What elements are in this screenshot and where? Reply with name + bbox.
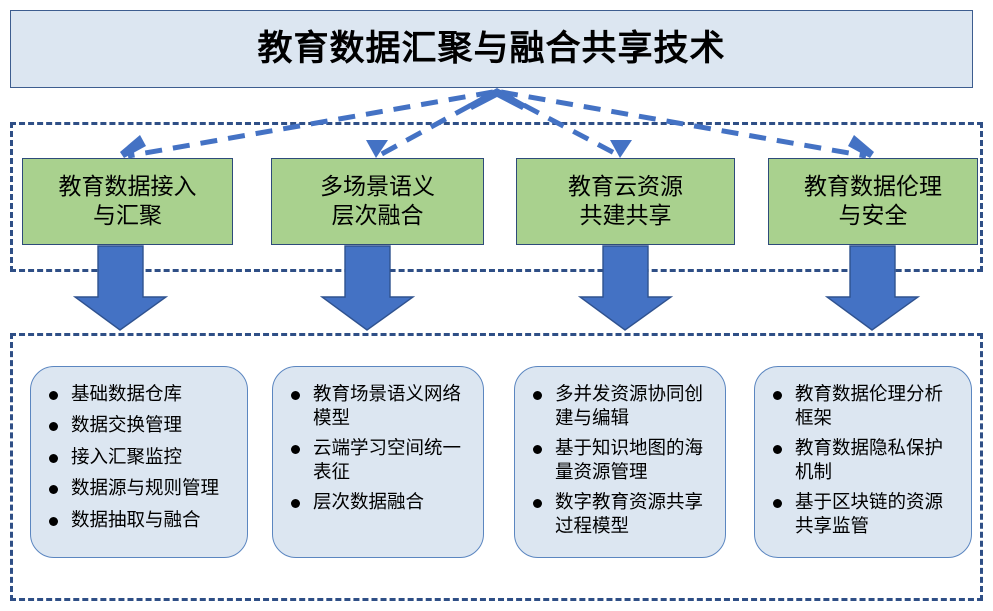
- pillar-box-semantic-fusion[interactable]: 多场景语义 层次融合: [271, 158, 484, 245]
- bullet-list: 教育场景语义网络模型 云端学习空间统一表征 层次数据融合: [287, 383, 473, 515]
- list-item-label: 接入汇聚监控: [71, 446, 183, 468]
- page-title: 教育数据汇聚与融合共享技术: [257, 28, 726, 69]
- list-item: 数据抽取与融合: [45, 509, 237, 533]
- list-item: 层次数据融合: [287, 491, 473, 515]
- pillars-group-container: [10, 122, 983, 272]
- list-item-label: 教育数据伦理分析框架: [795, 384, 944, 430]
- detail-card-cloud-resource-sharing[interactable]: 多并发资源协同创建与编辑 基于知识地图的海量资源管理 数字教育资源共享过程模型: [514, 366, 726, 558]
- list-item-label: 数据抽取与融合: [71, 509, 201, 531]
- bullet-dot-icon: [533, 498, 542, 508]
- bullet-list: 基础数据仓库 数据交换管理 接入汇聚监控 数据源与规则管理 数据抽取与融合: [45, 383, 237, 533]
- bullet-dot-icon: [291, 498, 300, 508]
- list-item: 接入汇聚监控: [45, 446, 237, 470]
- list-item: 基础数据仓库: [45, 383, 237, 407]
- pillar-box-cloud-resource-sharing[interactable]: 教育云资源 共建共享: [516, 158, 735, 245]
- list-item: 多并发资源协同创建与编辑: [529, 383, 715, 432]
- pillar-label: 教育云资源 共建共享: [568, 174, 683, 229]
- bullet-dot-icon: [291, 444, 300, 454]
- bullet-dot-icon: [49, 453, 58, 463]
- list-item: 数据源与规则管理: [45, 477, 237, 501]
- bullet-dot-icon: [49, 485, 58, 495]
- bullet-list: 教育数据伦理分析框架 教育数据隐私保护机制 基于区块链的资源共享监管: [769, 383, 961, 539]
- list-item: 数字教育资源共享过程模型: [529, 491, 715, 540]
- pillar-label: 教育数据接入 与汇聚: [58, 174, 197, 229]
- detail-card-data-ethics-security[interactable]: 教育数据伦理分析框架 教育数据隐私保护机制 基于区块链的资源共享监管: [754, 366, 972, 558]
- detail-card-data-ingestion[interactable]: 基础数据仓库 数据交换管理 接入汇聚监控 数据源与规则管理 数据抽取与融合: [30, 366, 248, 558]
- bullet-dot-icon: [533, 391, 542, 400]
- list-item-label: 教育数据隐私保护机制: [795, 437, 944, 484]
- bullet-dot-icon: [773, 444, 782, 454]
- pillar-label: 教育数据伦理 与安全: [804, 174, 942, 229]
- list-item-label: 基础数据仓库: [71, 384, 183, 405]
- bullet-list: 多并发资源协同创建与编辑 基于知识地图的海量资源管理 数字教育资源共享过程模型: [529, 383, 715, 539]
- list-item-label: 云端学习空间统一表征: [313, 437, 462, 484]
- pillar-box-data-ingestion[interactable]: 教育数据接入 与汇聚: [22, 158, 233, 245]
- bullet-dot-icon: [49, 391, 58, 400]
- list-item-label: 教育场景语义网络模型: [313, 384, 462, 430]
- pillar-label: 多场景语义 层次融合: [320, 174, 435, 229]
- fan-apex-arrowhead-icon: [468, 88, 526, 110]
- bullet-dot-icon: [533, 444, 542, 454]
- list-item-label: 层次数据融合: [313, 491, 425, 513]
- bullet-dot-icon: [49, 422, 58, 432]
- list-item: 基于区块链的资源共享监管: [769, 491, 961, 540]
- list-item-label: 数据交换管理: [71, 415, 183, 437]
- detail-card-semantic-fusion[interactable]: 教育场景语义网络模型 云端学习空间统一表征 层次数据融合: [272, 366, 484, 558]
- list-item: 数据交换管理: [45, 414, 237, 438]
- list-item: 教育数据伦理分析框架: [769, 383, 961, 432]
- bullet-dot-icon: [291, 391, 300, 400]
- list-item: 教育数据隐私保护机制: [769, 437, 961, 486]
- list-item-label: 基于知识地图的海量资源管理: [555, 437, 704, 484]
- details-group-container: [10, 333, 983, 601]
- diagram-title-box: 教育数据汇聚与融合共享技术: [10, 10, 973, 88]
- list-item: 教育场景语义网络模型: [287, 383, 473, 432]
- pillar-box-data-ethics-security[interactable]: 教育数据伦理 与安全: [768, 158, 978, 245]
- list-item-label: 数据源与规则管理: [71, 478, 220, 500]
- list-item-label: 基于区块链的资源共享监管: [795, 491, 944, 538]
- bullet-dot-icon: [773, 391, 782, 400]
- bullet-dot-icon: [49, 516, 58, 526]
- list-item-label: 数字教育资源共享过程模型: [555, 491, 704, 538]
- list-item: 基于知识地图的海量资源管理: [529, 437, 715, 486]
- list-item-label: 多并发资源协同创建与编辑: [555, 384, 704, 430]
- bullet-dot-icon: [773, 498, 782, 508]
- list-item: 云端学习空间统一表征: [287, 437, 473, 486]
